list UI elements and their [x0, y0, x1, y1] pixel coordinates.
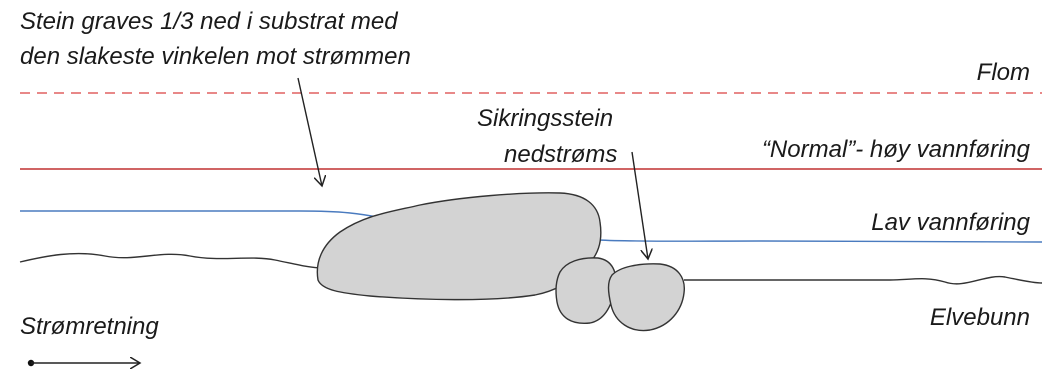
- normal-water-level-label: “Normal”- høy vannføring: [762, 136, 1031, 163]
- annotation-text-line-2: den slakeste vinkelen mot strømmen: [20, 43, 411, 70]
- safety-stone-arrow: [632, 152, 648, 259]
- riverbed-label: Elvebunn: [930, 304, 1030, 331]
- safety-stone-label-line-1: Sikringsstein: [477, 105, 613, 132]
- secondary-stone: [556, 258, 616, 323]
- flood-level-label: Flom: [977, 59, 1030, 86]
- annotation-text-line-1: Stein graves 1/3 ned i substrat med: [20, 8, 398, 35]
- flow-direction-label: Strømretning: [20, 313, 159, 340]
- low-water-level-label: Lav vannføring: [871, 209, 1030, 236]
- safety-stone: [609, 264, 685, 331]
- safety-stone-label-line-2: nedstrøms: [504, 141, 617, 168]
